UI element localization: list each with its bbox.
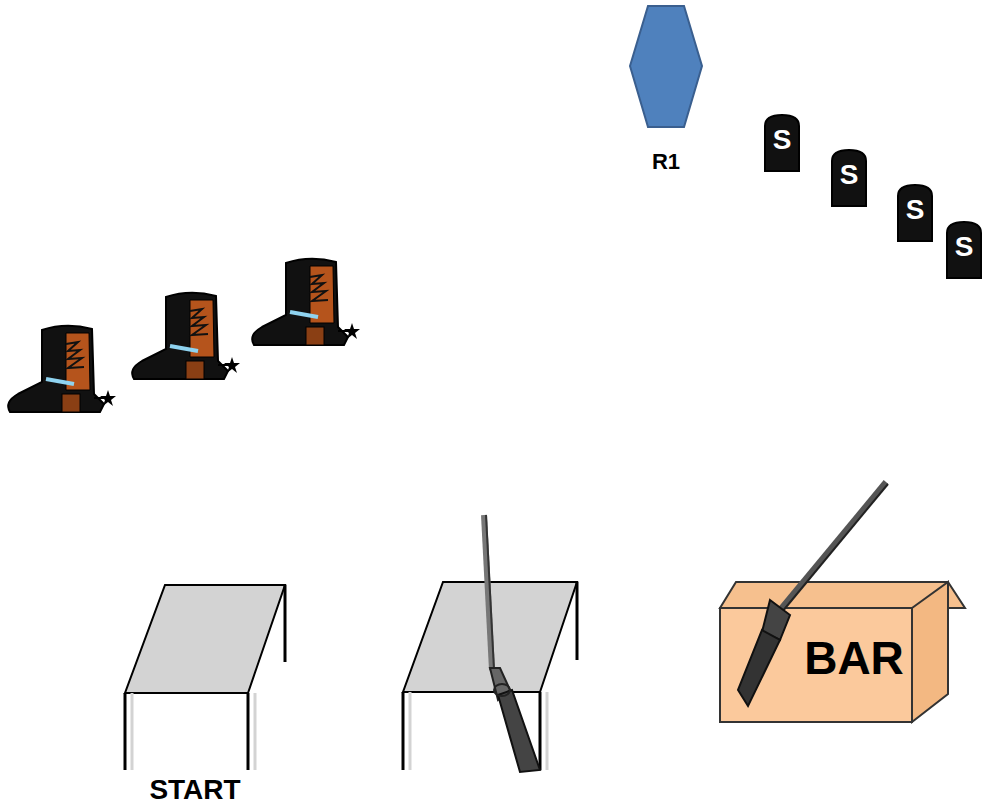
steel-target: S bbox=[764, 114, 800, 172]
node-label: START bbox=[140, 772, 250, 808]
node-label: S bbox=[831, 155, 867, 195]
node-label: S bbox=[946, 227, 982, 267]
node-label: S bbox=[897, 190, 933, 230]
node-label: S bbox=[764, 120, 800, 160]
node-label: R1 bbox=[626, 147, 706, 177]
boot-icon bbox=[8, 326, 116, 412]
steel-target: S bbox=[831, 149, 867, 207]
steel-target: S bbox=[897, 184, 933, 242]
node-label: BAR bbox=[766, 630, 942, 686]
rifle bbox=[484, 515, 540, 772]
target-hexagon: R1 bbox=[626, 2, 706, 178]
steel-target: S bbox=[946, 221, 982, 279]
start-table: START bbox=[110, 580, 290, 810]
boot-icon bbox=[132, 293, 240, 379]
boot-icon bbox=[252, 259, 360, 345]
bar-box: BAR bbox=[716, 572, 968, 726]
